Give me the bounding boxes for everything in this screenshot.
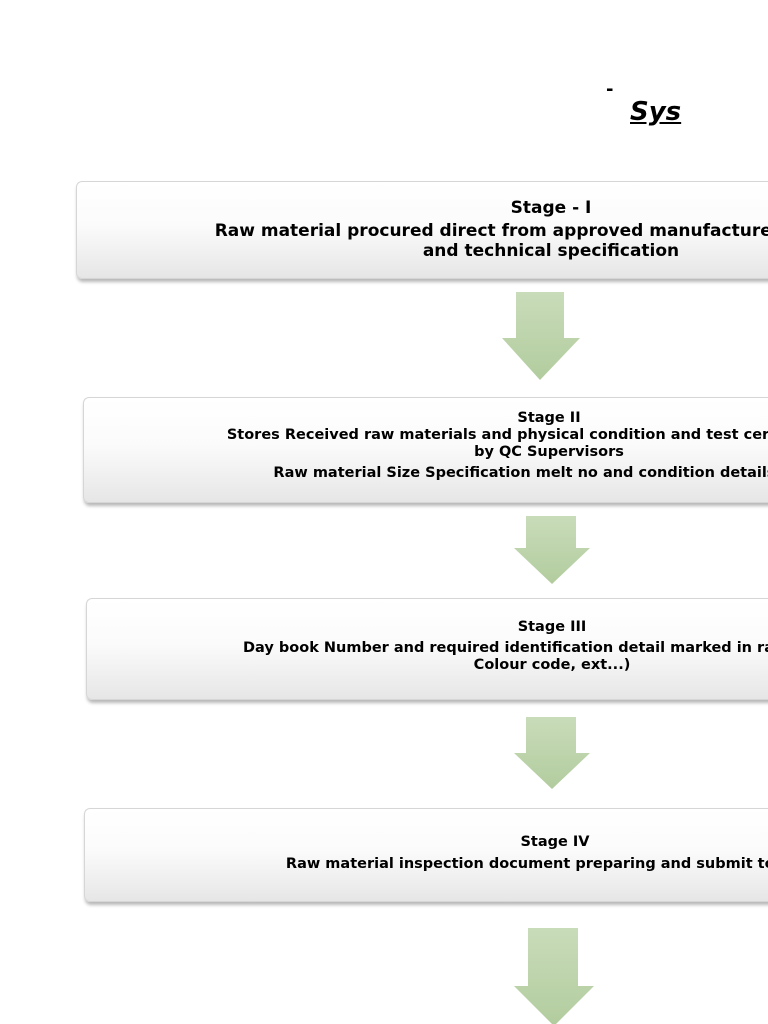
stage-2-text: Stage II Stores Received raw materials a… <box>94 410 768 482</box>
stage-2-line-1: Stores Received raw materials and physic… <box>226 427 768 443</box>
title-fragment: - <box>606 84 630 96</box>
stage-4-box: Stage IV Raw material inspection documen… <box>84 808 768 902</box>
stage-1-heading: Stage - I <box>510 198 592 218</box>
down-arrow-icon <box>500 290 582 382</box>
stage-4-line-1: Raw material inspection document prepari… <box>285 856 768 872</box>
stage-3-text: Stage III Day book Number and required i… <box>117 619 768 674</box>
stage-2-box: Stage II Stores Received raw materials a… <box>83 397 768 503</box>
down-arrow-icon <box>514 926 596 1024</box>
down-arrow-icon <box>512 715 592 791</box>
title-fragment-text: - <box>606 84 614 96</box>
stage-2-heading: Stage II <box>517 410 581 426</box>
stage-1-text: Stage - I Raw material procured direct f… <box>81 198 768 260</box>
stage-2-line-3: Raw material Size Specification melt no … <box>273 465 768 481</box>
stage-1-box: Stage - I Raw material procured direct f… <box>76 181 768 279</box>
stage-4-heading: Stage IV <box>520 834 590 850</box>
stage-1-line-1: Raw material procured direct from approv… <box>214 221 768 241</box>
stage-4-text: Stage IV Raw material inspection documen… <box>85 834 768 873</box>
stage-3-line-2: Colour code, ext...) <box>473 657 631 673</box>
stage-1-line-2: and technical specification <box>422 241 680 261</box>
page-title: Sys <box>630 97 682 127</box>
stage-3-heading: Stage III <box>517 619 587 635</box>
stage-2-line-2: by QC Supervisors <box>474 444 624 460</box>
stage-3-box: Stage III Day book Number and required i… <box>86 598 768 700</box>
down-arrow-icon <box>512 514 592 586</box>
stage-3-line-1: Day book Number and required identificat… <box>243 640 768 656</box>
